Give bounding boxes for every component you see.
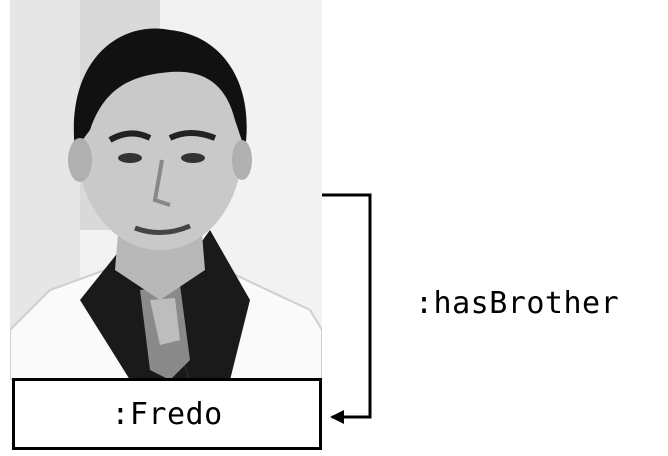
person-portrait-icon [10,0,322,380]
entity-label: :Fredo [111,396,223,432]
relation-label: :hasBrother [415,286,620,321]
entity-box-fredo: :Fredo [12,378,322,450]
relation-edge [322,193,372,424]
portrait-photo [10,0,322,380]
